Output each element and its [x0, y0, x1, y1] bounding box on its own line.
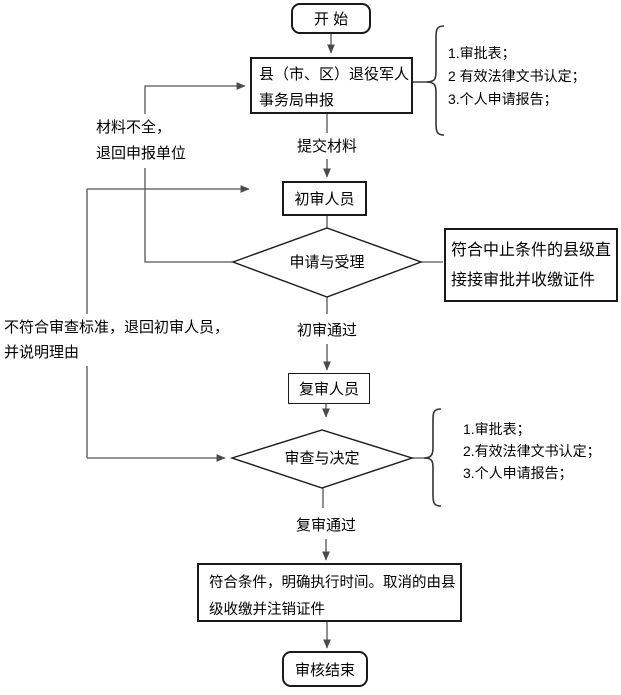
reject-feedback-label: 不符合审查标准，退回初审人员， 并说明理由 — [1, 314, 233, 366]
first-annotation-item: 1.审批表； — [448, 45, 516, 61]
second-annotation-list: 1.审批表； 2.有效法律文书认定； 3.个人申请报告； — [463, 418, 601, 484]
brace-first-annotation — [425, 25, 445, 136]
first-annotation-list: 1.审批表； 2 有效法律文书认定； 3.个人申请报告； — [448, 42, 586, 111]
suspend-note-node: 符合中止条件的县级直 接接审批并收缴证件 — [444, 228, 618, 302]
review-decision-diamond — [229, 429, 415, 489]
brace-second-annotation — [423, 408, 442, 507]
first-pass-label: 初审通过 — [296, 322, 358, 339]
submit-materials-label: 提交材料 — [296, 138, 358, 155]
incomplete-feedback-label: 材料不全， 退回申报单位 — [93, 114, 190, 168]
review-decision-label: 审查与决定 — [284, 450, 360, 467]
start-node: 开 始 — [291, 3, 371, 34]
result-node: 符合条件，明确执行时间。取消的由县 级收缴并注销证件 — [197, 563, 462, 622]
second-annotation-item: 3.个人申请报告； — [463, 465, 573, 481]
end-node: 审核结束 — [282, 651, 368, 687]
feedback-incomplete-path — [144, 82, 246, 263]
second-annotation-item: 2.有效法律文书认定； — [463, 443, 601, 459]
accept-decision-label: 申请与受理 — [289, 254, 365, 271]
second-pass-label: 复审通过 — [295, 517, 357, 534]
second-review-node: 复审人员 — [288, 373, 370, 404]
apply-node: 县（市、区）退役军人 事务局申报 — [250, 57, 413, 114]
first-review-node: 初审人员 — [282, 181, 367, 216]
first-annotation-item: 2 有效法律文书认定； — [448, 68, 586, 84]
first-annotation-item: 3.个人申请报告； — [448, 91, 558, 107]
accept-decision-diamond — [230, 227, 424, 298]
second-annotation-item: 1.审批表； — [463, 421, 531, 437]
